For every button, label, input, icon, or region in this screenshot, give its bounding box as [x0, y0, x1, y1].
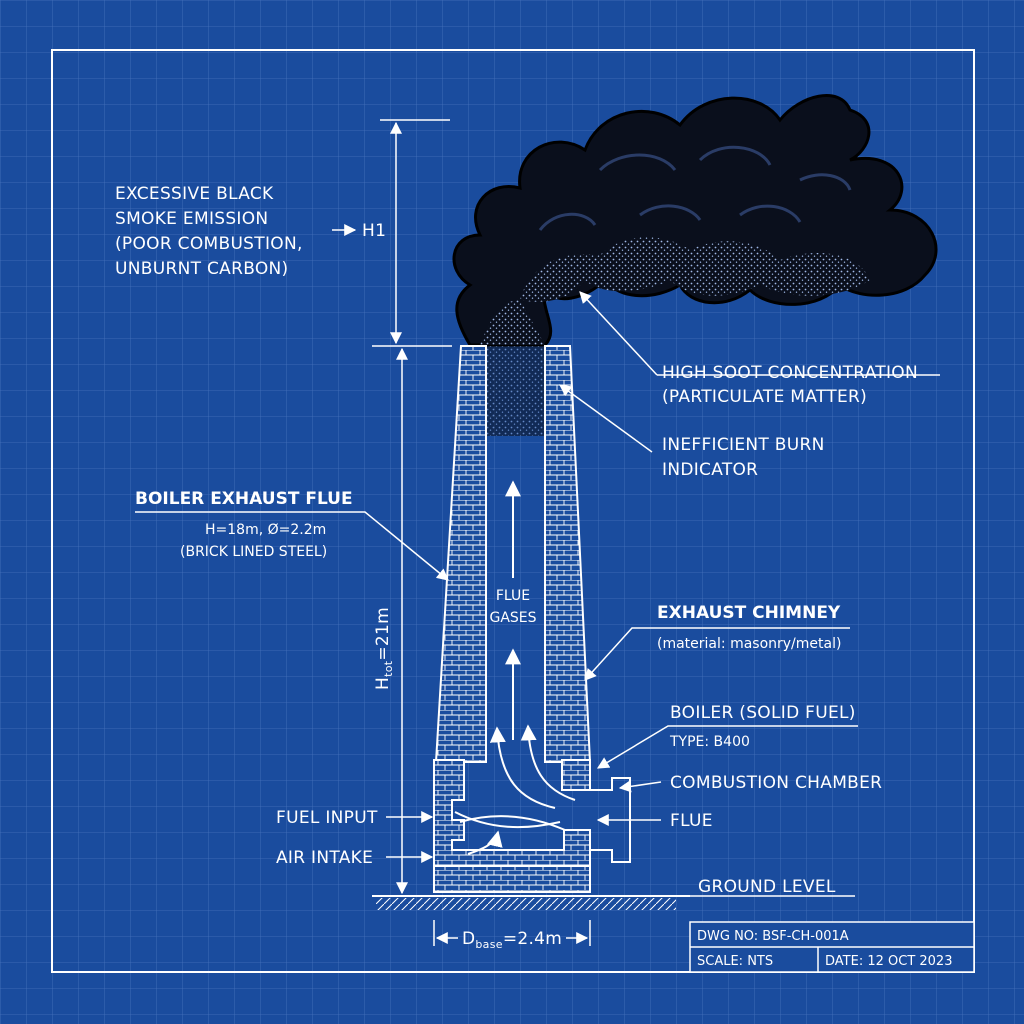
dimension-lines	[372, 119, 591, 946]
fuel-input-label: FUEL INPUT	[276, 808, 378, 828]
combustion-label: COMBUSTION CHAMBER	[670, 773, 882, 793]
flue-spec: H=18m, Ø=2.2m	[205, 522, 326, 538]
boiler-title: BOILER (SOLID FUEL)	[670, 703, 856, 723]
drawing-date: DATE: 12 OCT 2023	[825, 954, 952, 969]
air-intake-label: AIR INTAKE	[276, 848, 373, 868]
smoke-cloud	[452, 94, 938, 347]
gases-label-line1: FLUE	[496, 588, 530, 604]
title-block: DWG NO: BSF-CH-001A SCALE: NTS DATE: 12 …	[689, 921, 975, 973]
flow-arrows	[454, 480, 576, 855]
flue-title: BOILER EXHAUST FLUE	[135, 489, 353, 509]
smoke-note: EXCESSIVE BLACK SMOKE EMISSION (POOR COM…	[115, 184, 386, 279]
base-diameter-main: D	[462, 929, 475, 949]
smoke-note-line1: EXCESSIVE BLACK	[115, 184, 274, 204]
total-height-sub: tot	[382, 660, 395, 677]
flue-outlet-label: FLUE	[670, 811, 713, 831]
leader-lines	[135, 224, 940, 863]
flue-material: (BRICK LINED STEEL)	[180, 544, 327, 560]
soot-label: HIGH SOOT CONCENTRATION	[662, 363, 918, 383]
drawing-border	[51, 49, 975, 973]
base-diameter-label: Dbase=2.4m	[462, 929, 562, 951]
chimney-material: (material: masonry/metal)	[657, 636, 841, 652]
total-height-main: H	[373, 677, 393, 690]
smoke-note-line4: UNBURNT CARBON)	[115, 259, 289, 279]
h1-label: H1	[362, 221, 386, 241]
drawing-number: DWG NO: BSF-CH-001A	[697, 929, 849, 944]
ground-level	[372, 895, 855, 910]
ground-label: GROUND LEVEL	[698, 877, 836, 897]
total-height-label: Htot=21m	[373, 607, 395, 690]
base-diameter-value: =2.4m	[503, 929, 562, 949]
drawing-scale: SCALE: NTS	[697, 954, 773, 969]
smoke-note-line2: SMOKE EMISSION	[115, 209, 268, 229]
soot-sublabel: (PARTICULATE MATTER)	[662, 387, 867, 407]
chimney-title: EXHAUST CHIMNEY	[657, 603, 841, 623]
boiler-type: TYPE: B400	[669, 734, 750, 750]
burn-sublabel: INDICATOR	[662, 460, 758, 480]
base-diameter-sub: base	[475, 938, 502, 951]
smoke-note-line3: (POOR COMBUSTION,	[115, 234, 303, 254]
burn-label: INEFFICIENT BURN	[662, 435, 825, 455]
gases-label-line2: GASES	[489, 610, 536, 626]
total-height-value: =21m	[373, 607, 393, 661]
exhaust-chimney	[434, 345, 592, 763]
